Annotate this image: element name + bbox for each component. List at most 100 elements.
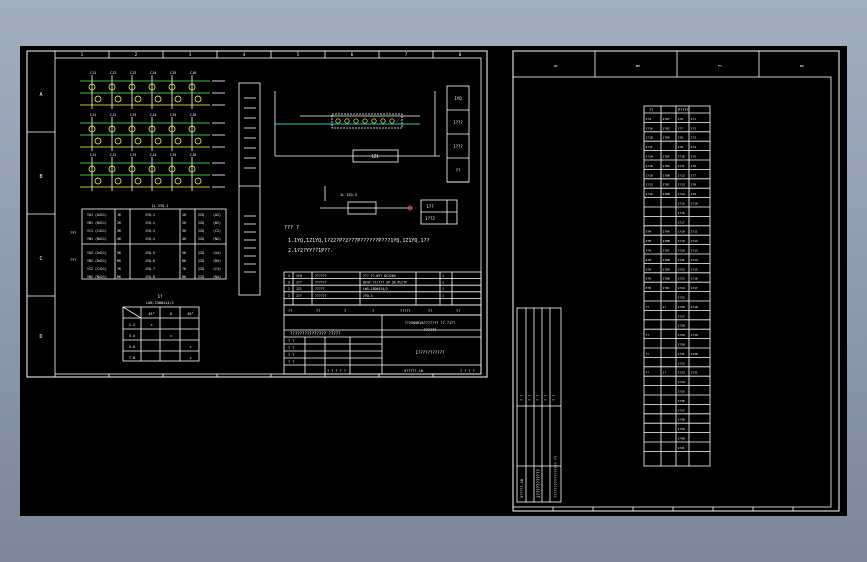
zone-letter: D — [799, 65, 804, 68]
wiring-cell: 1?8 — [678, 136, 684, 140]
wiring-cell: 1?DN — [663, 258, 670, 262]
ct-coil-symbol — [154, 137, 162, 145]
wiring-cell: 3?H — [646, 230, 652, 234]
wiring-cell: 1?18 — [678, 230, 685, 234]
cable-label: CJ5 — [170, 113, 176, 117]
ruler-number: 7 — [405, 52, 408, 57]
terminal-cell: 8K — [117, 275, 121, 279]
terminal-cell: (A2) — [213, 213, 221, 217]
wiring-cell: 3?H — [646, 249, 652, 253]
coil-turn — [371, 118, 377, 124]
wiring-cell: 1?11 — [646, 145, 653, 149]
small-table-label: 1??2 — [425, 216, 435, 221]
wiring-cell: 1?9 — [691, 192, 697, 196]
coil-turn — [344, 118, 350, 124]
wiring-cell: 1?21 — [678, 258, 685, 262]
cable-label: CJ6 — [190, 153, 196, 157]
ct-coil-symbol — [174, 137, 182, 145]
terminal-cell: 1K — [117, 213, 121, 217]
parts-cell: 1 — [442, 294, 444, 298]
sheet-2-inner-border — [512, 76, 832, 508]
note-line: 2.1?2?YY??1P??. — [288, 248, 333, 254]
cable-label: CJ6 — [190, 71, 196, 75]
switch-cell: 1-2 — [129, 323, 135, 327]
parts-header-cell: ? — [344, 309, 346, 313]
side-company: ????????????????? ?? — [554, 456, 558, 498]
zone-letter: D — [39, 334, 42, 340]
wiring-cell: 1?DN — [663, 192, 670, 196]
wiring-cell: 1?20 — [678, 249, 685, 253]
terminal-cell: 2ZQ — [198, 275, 204, 279]
wiring-cell: 1?15 — [678, 202, 685, 206]
terminal-cell: 6K — [182, 259, 186, 263]
title-sheet: ? ? ? ? — [460, 369, 475, 373]
wiring-cell: 1?10 — [678, 155, 685, 159]
wiring-cell: 1?16 — [646, 164, 653, 168]
parts-cell: ?????? — [315, 294, 327, 298]
coil-turn — [362, 118, 368, 124]
terminal-cell: YB1 (B411) — [87, 221, 107, 225]
parts-cell: 1Z1 — [296, 287, 302, 291]
wiring-cell: 1?1 — [691, 117, 697, 121]
wiring-cell: 1?7 — [691, 173, 697, 177]
wiring-cell: 3?H — [646, 286, 652, 290]
terminal-cell: 7K — [117, 267, 121, 271]
title-row-label: ? ? — [288, 339, 294, 343]
wiring-cell: 1?3 — [691, 136, 697, 140]
wiring-cell: 1?31 — [678, 352, 685, 356]
ct-coil-symbol — [174, 95, 182, 103]
ruler-number: 5 — [297, 52, 300, 57]
terminal-cell: 2ZQ — [198, 259, 204, 263]
wiring-cell: 1?35 — [678, 390, 685, 394]
wiring-cell: 1?14 — [691, 258, 698, 262]
wiring-cell: 1?6 — [678, 117, 684, 121]
ct-coil-symbol — [114, 177, 122, 185]
wiring-header-cell: ?? — [649, 108, 653, 112]
wiring-cell: 3?H — [646, 258, 652, 262]
terminal-cell: 1K — [182, 213, 186, 217]
wiring-cell: 1?22 — [678, 267, 685, 271]
parts-header-cell: ?? — [428, 309, 432, 313]
parts-cell: 1?? — [296, 281, 302, 285]
terminal-cell: 3K — [182, 229, 186, 233]
zone-letter: C — [39, 256, 42, 262]
wiring-cell: 1?12 — [691, 239, 698, 243]
terminal-strip — [238, 82, 261, 296]
ct-coil-symbol — [174, 177, 182, 185]
switch-cell: 5-6 — [129, 345, 135, 349]
zone-letter: A — [553, 65, 558, 68]
zone-letter: A — [39, 92, 42, 98]
wiring-cell: 1?25 — [678, 296, 685, 300]
terminal-cell: 1YQ-1 — [145, 213, 155, 217]
wiring-cell: 1?19 — [678, 239, 685, 243]
side-drawing-no: 3?????-10 — [520, 479, 524, 498]
parts-header-cell: ????? — [400, 309, 411, 313]
title-project: ??2500KVA??????? ??-?1?? — [405, 321, 456, 325]
terminal-cell: 5K — [117, 251, 121, 255]
terminal-title: 1L 1YQ-1 — [152, 204, 169, 208]
terminal-group-label: ?Y? — [70, 231, 76, 235]
wiring-cell: 1? — [663, 371, 667, 375]
coil-turn — [380, 118, 386, 124]
ct-coil-symbol — [134, 177, 142, 185]
title-row-label: ? ? — [288, 353, 294, 357]
cable-label: CJ2 — [110, 113, 116, 117]
wiring-cell: 1?27 — [678, 314, 685, 318]
wiring-cell: 1?4 — [691, 145, 697, 149]
ct-circuit-row — [80, 117, 225, 151]
cable-label: CJ3 — [130, 113, 136, 117]
wiring-cell: 1?DZ — [663, 126, 670, 130]
title-company: ??????????????? ????? — [290, 331, 341, 336]
switch-cell: 0 — [170, 312, 172, 316]
wiring-cell: 1?11 — [691, 230, 698, 234]
wiring-cell: 3?H — [646, 277, 652, 281]
ct-circuit-row — [80, 157, 225, 191]
wiring-cell: 3?H — [646, 267, 652, 271]
wiring-cell: 1?7 — [678, 126, 684, 130]
switch-cell: 45° — [148, 312, 154, 316]
cable-label: CJ2 — [110, 71, 116, 75]
terminal-table — [81, 208, 227, 280]
wiring-cell: ?? — [646, 371, 650, 375]
